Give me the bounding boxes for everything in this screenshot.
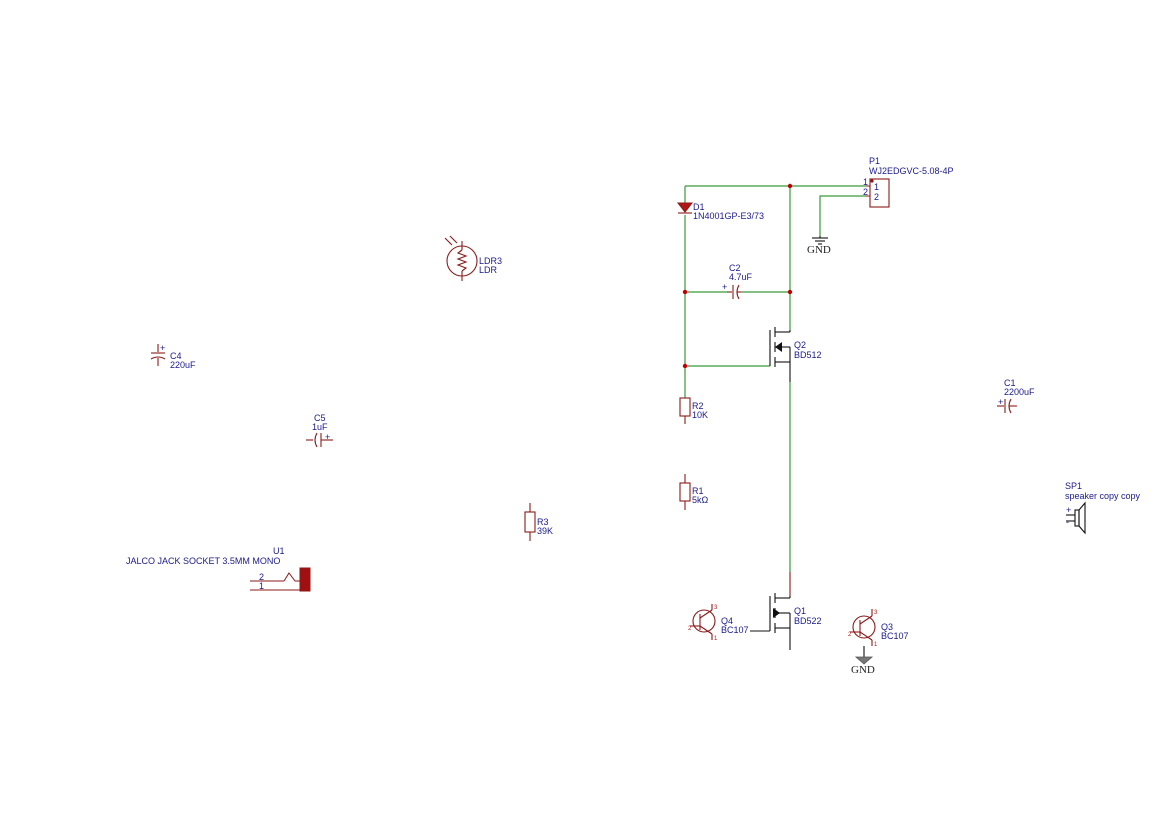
c5-value: 1uF <box>312 422 328 432</box>
mosfet-q1[interactable]: Q1 BD522 <box>750 572 822 650</box>
q3-value: BC107 <box>881 631 909 641</box>
r2-ref: R2 <box>692 401 704 411</box>
sp1-plus: + <box>1066 505 1071 515</box>
c5-plus: + <box>325 432 330 442</box>
q2-value: BD512 <box>794 350 822 360</box>
q3-ref: Q3 <box>881 622 893 632</box>
p1-pin2-number: 2 <box>863 187 868 197</box>
connector-p1[interactable]: 1 2 1 2 P1 WJ2EDGVC-5.08-4P <box>863 156 954 208</box>
sp1-ref: SP1 <box>1065 481 1082 491</box>
p1-pin2-label: 2 <box>874 192 879 202</box>
q3-pin2: 2 <box>848 632 852 638</box>
c2-plus: + <box>722 282 727 292</box>
gnd-symbol-bottom: GND <box>851 646 875 676</box>
r1-value: 5kΩ <box>692 495 709 505</box>
junctions <box>682 183 793 369</box>
q3-pin1: 1 <box>874 642 878 648</box>
gnd-label-top: GND <box>807 244 831 256</box>
jack-socket-u1[interactable]: 2 1 U1 JALCO JACK SOCKET 3.5MM MONO <box>126 546 311 592</box>
d1-value: 1N4001GP-E3/73 <box>693 211 764 221</box>
c2-ref: C2 <box>729 263 741 273</box>
wires <box>684 185 866 572</box>
sp1-value: speaker copy copy <box>1065 491 1141 501</box>
r3-ref: R3 <box>537 517 549 527</box>
capacitor-c4[interactable]: + C4 220uF <box>150 343 196 370</box>
p1-pin1-number: 1 <box>863 177 868 187</box>
ldr3-value: LDR <box>479 265 498 275</box>
q4-pin3: 3 <box>714 605 718 611</box>
c4-ref: C4 <box>170 351 182 361</box>
c4-value: 220uF <box>170 360 196 370</box>
r3-value: 39K <box>537 526 553 536</box>
transistor-q4[interactable]: 3 2 1 Q4 BC107 <box>688 604 749 642</box>
q1-ref: Q1 <box>794 606 806 616</box>
diode-d1[interactable]: D1 1N4001GP-E3/73 <box>676 202 764 221</box>
speaker-sp1[interactable]: + - SP1 speaker copy copy <box>1065 481 1141 535</box>
resistor-r1[interactable]: R1 5kΩ <box>679 474 709 510</box>
gnd-symbol-top: GND <box>807 236 831 256</box>
ldr-ldr3[interactable]: LDR3 LDR <box>444 235 502 281</box>
p1-ref: P1 <box>869 156 880 166</box>
q4-pin2: 2 <box>688 626 692 632</box>
c4-plus: + <box>160 343 165 353</box>
q4-pin1: 1 <box>714 636 718 642</box>
p1-value: WJ2EDGVC-5.08-4P <box>869 166 954 176</box>
u1-value: JALCO JACK SOCKET 3.5MM MONO <box>126 556 280 566</box>
r2-value: 10K <box>692 410 708 420</box>
r1-ref: R1 <box>692 486 704 496</box>
capacitor-c2[interactable]: + C2 4.7uF <box>722 263 753 300</box>
transistor-q3[interactable]: 3 2 1 Q3 BC107 <box>848 609 909 648</box>
q4-value: BC107 <box>721 625 749 635</box>
q2-ref: Q2 <box>794 340 806 350</box>
ldr3-ref: LDR3 <box>479 256 502 266</box>
q3-pin3: 3 <box>874 610 878 616</box>
mosfet-q2[interactable]: Q2 BD512 <box>769 327 822 382</box>
c1-plus: + <box>998 397 1003 407</box>
resistor-r3[interactable]: R3 39K <box>524 503 553 541</box>
c1-value: 2200uF <box>1004 387 1035 397</box>
c1-ref: C1 <box>1004 378 1016 388</box>
sp1-minus: - <box>1066 517 1069 527</box>
c5-ref: C5 <box>314 413 326 423</box>
resistor-r2[interactable]: R2 10K <box>679 397 708 424</box>
c2-value: 4.7uF <box>729 272 753 282</box>
u1-pin1: 1 <box>259 581 264 591</box>
capacitor-c1[interactable]: + C1 2200uF <box>997 378 1035 414</box>
q4-ref: Q4 <box>721 616 733 626</box>
u1-pin2: 2 <box>259 572 264 582</box>
p1-pin1-label: 1 <box>874 182 879 192</box>
d1-ref: D1 <box>693 202 705 212</box>
capacitor-c5[interactable]: + C5 1uF <box>306 413 333 448</box>
q1-value: BD522 <box>794 616 822 626</box>
gnd-label-bottom: GND <box>851 664 875 676</box>
u1-ref: U1 <box>273 546 285 556</box>
